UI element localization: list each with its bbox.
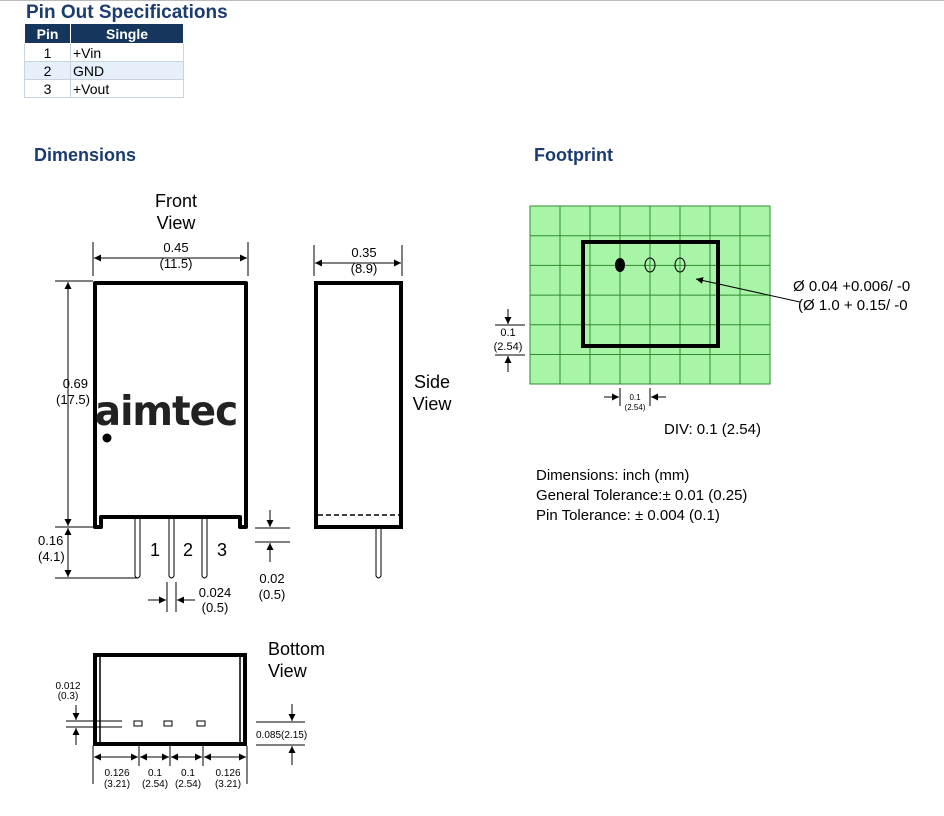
- width-dim-mm: (11.5): [160, 256, 193, 271]
- bottom-spacing-mm: (3.21): [104, 779, 130, 790]
- front-view: Front View: [55, 191, 290, 612]
- dimensions-title: Dimensions: [34, 145, 136, 165]
- div-label: DIV: 0.1 (2.54): [664, 421, 761, 438]
- pin-number-label: 2: [183, 540, 193, 560]
- pin-function: +Vout: [70, 79, 184, 98]
- height-dim-mm: (17.5): [56, 392, 90, 407]
- front-view-label: Front: [155, 191, 197, 211]
- top-divider: [0, 0, 944, 1]
- footprint-dims: [495, 309, 666, 406]
- grid-pitch-v-mm: (2.54): [494, 341, 523, 353]
- pinout-title: Pin Out Specifications: [26, 2, 228, 23]
- bottom-spacing-mm: (2.54): [175, 779, 201, 790]
- pin-number-label: 1: [150, 540, 160, 560]
- table-row: 3 +Vout: [24, 79, 184, 98]
- height-dim-in: 0.69: [63, 376, 88, 391]
- pin1-marker: [102, 433, 112, 443]
- table-row: 1 +Vin: [24, 43, 184, 62]
- footprint-grid: [529, 205, 801, 385]
- standoff-in: 0.02: [259, 571, 284, 586]
- bottom-spacing-mm: (3.21): [215, 779, 241, 790]
- table-header: Pin Single: [24, 23, 184, 44]
- pin-width-mm: (0.5): [202, 600, 229, 615]
- pin-length-in: 0.16: [38, 533, 63, 548]
- bottom-spacing-in: 0.1: [148, 768, 162, 779]
- grid-pitch-v-in: 0.1: [500, 327, 515, 339]
- grid-pitch-h-mm: (2.54): [625, 403, 646, 412]
- pin-width-in: 0.024: [199, 585, 232, 600]
- standoff-mm: (0.5): [259, 587, 286, 602]
- bottom-spacing-in: 0.126: [215, 768, 240, 779]
- footprint-title: Footprint: [534, 145, 613, 165]
- pinout-table: Pin Single 1 +Vin 2 GND 3 +Vout: [24, 23, 184, 98]
- aimtec-logo: aimtec: [95, 388, 237, 435]
- bottom-view: [66, 653, 305, 784]
- pin-function: +Vin: [70, 43, 184, 62]
- depth-dim-mm: (8.9): [351, 261, 378, 276]
- bottom-spacing-in: 0.126: [104, 768, 129, 779]
- pin-hole: [644, 257, 656, 273]
- pin-row-offset: 0.085(2.15): [256, 730, 307, 741]
- pin1-hole: [615, 258, 625, 272]
- hole-spec-mm: (Ø 1.0 + 0.15/ -0: [798, 297, 908, 314]
- side-view: [313, 245, 403, 579]
- note-pin-tolerance: Pin Tolerance: ± 0.004 (0.1): [536, 507, 720, 524]
- front-view-label: View: [157, 213, 197, 233]
- note-units: Dimensions: inch (mm): [536, 467, 689, 484]
- pad-thickness-mm: (0.3): [58, 691, 79, 702]
- side-view-label: Side: [414, 372, 450, 392]
- hole-spec-in: Ø 0.04 +0.006/ -0: [793, 278, 910, 295]
- pin-number: 2: [24, 61, 71, 80]
- bottom-view-label: Bottom: [268, 639, 325, 659]
- leader-arrow: [695, 277, 801, 303]
- pin-hole: [674, 257, 686, 273]
- pins: [134, 519, 208, 579]
- note-general-tolerance: General Tolerance:± 0.01 (0.25): [536, 487, 747, 504]
- pin-length-mm: (4.1): [38, 549, 65, 564]
- width-dim-in: 0.45: [163, 240, 188, 255]
- bottom-spacing-in: 0.1: [181, 768, 195, 779]
- bottom-spacing-mm: (2.54): [142, 779, 168, 790]
- depth-dim-in: 0.35: [351, 245, 376, 260]
- pad-thickness-in: 0.012: [55, 681, 80, 692]
- header-single: Single: [70, 23, 184, 44]
- side-view-label: View: [413, 394, 453, 414]
- grid-pitch-h-in: 0.1: [629, 393, 641, 402]
- bottom-view-label: View: [268, 661, 308, 681]
- pin-number-label: 3: [217, 540, 227, 560]
